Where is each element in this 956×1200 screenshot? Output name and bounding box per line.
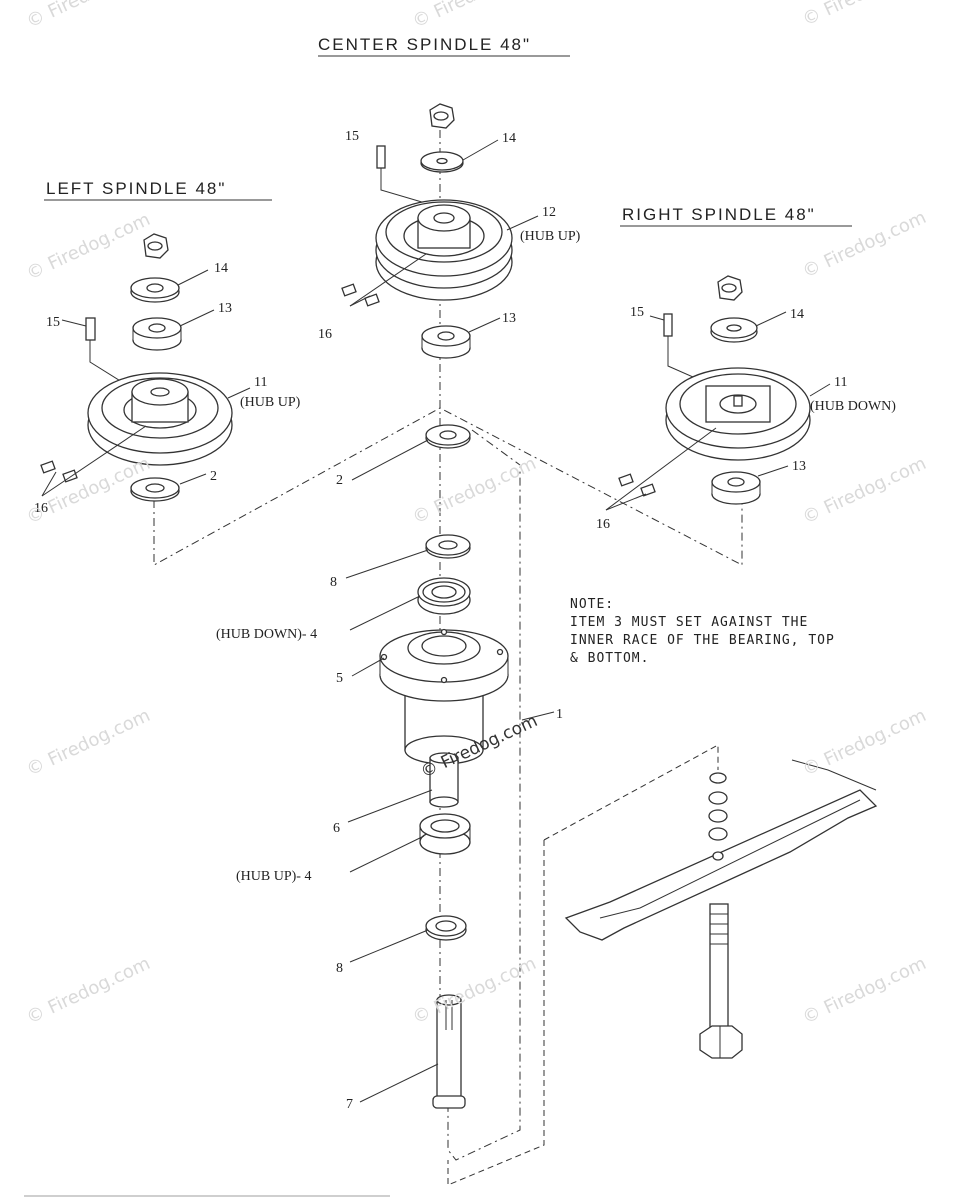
callout-16-center: 16: [318, 327, 332, 342]
callout-12-hub: (HUB UP): [520, 229, 581, 244]
callout-4-hub-down: (HUB DOWN)- 4: [216, 627, 317, 642]
left-set-screws-16: [40, 460, 78, 483]
note-line-2: INNER RACE OF THE BEARING, TOP: [570, 633, 835, 648]
watermark: © Firedog.com: [409, 953, 539, 1029]
watermark: © Firedog.com: [23, 953, 153, 1029]
center-nut: [429, 103, 455, 129]
callout-13-right: 13: [792, 459, 806, 474]
callout-15-center: 15: [345, 129, 359, 144]
note-heading: NOTE:: [570, 597, 614, 612]
watermark: © Firedog.com: [799, 705, 929, 781]
center-shaft-7: [432, 994, 466, 1109]
center-spacer-6: [429, 752, 459, 808]
callout-7: 7: [346, 1097, 353, 1112]
callout-16-left: 16: [34, 501, 48, 516]
callout-14-center: 14: [502, 131, 516, 146]
callout-15-right: 15: [630, 305, 644, 320]
note-line-1: ITEM 3 MUST SET AGAINST THE: [570, 615, 808, 630]
center-washer-14: [420, 151, 464, 173]
callout-15-left: 15: [46, 315, 60, 330]
watermarks: © Firedog.com © Firedog.com © Firedog.co…: [23, 0, 929, 1029]
callout-1: 1: [556, 707, 563, 722]
watermark: © Firedog.com: [409, 0, 539, 33]
callout-13-center: 13: [502, 311, 516, 326]
right-spacer-13: [711, 471, 761, 505]
left-pulley-11: [87, 372, 233, 466]
callout-8-bottom: 8: [336, 961, 343, 976]
callout-5: 5: [336, 671, 343, 686]
center-washer-8-top: [425, 534, 471, 559]
callout-2-center: 2: [336, 473, 343, 488]
note-line-3: & BOTTOM.: [570, 651, 649, 666]
watermark: © Firedog.com: [799, 0, 929, 31]
watermark: © Firedog.com: [799, 207, 929, 283]
left-spacer-13: [132, 317, 182, 351]
watermark: © Firedog.com: [23, 705, 153, 781]
leader-lines: [41, 139, 831, 1103]
right-set-screws-16: [618, 473, 656, 497]
center-bearing-4-top: [417, 577, 471, 615]
callout-14-left: 14: [214, 261, 228, 276]
callout-14-right: 14: [790, 307, 804, 322]
blade: [564, 759, 878, 941]
center-key-15: [376, 145, 433, 206]
center-housing-5: [379, 628, 509, 765]
center-spacer-13: [421, 325, 471, 359]
callout-2-left: 2: [210, 469, 217, 484]
center-bearing-4-bottom: [419, 813, 471, 855]
blade-bolt: [699, 903, 743, 1059]
watermark: © Firedog.com: [23, 209, 153, 285]
callout-11-right: 11: [834, 375, 847, 390]
right-spindle-title: RIGHT SPINDLE 48": [622, 205, 816, 224]
watermark: © Firedog.com: [799, 953, 929, 1029]
callout-12: 12: [542, 205, 556, 220]
callout-8-top: 8: [330, 575, 337, 590]
right-nut: [717, 275, 743, 301]
watermark: © Firedog.com: [799, 453, 929, 529]
center-washer-2: [425, 424, 471, 449]
center-spindle-title: CENTER SPINDLE 48": [318, 35, 531, 54]
callout-11-left-hub: (HUB UP): [240, 395, 301, 410]
left-washer-2: [130, 477, 180, 502]
assembly-note: NOTE: ITEM 3 MUST SET AGAINST THE INNER …: [570, 597, 835, 666]
left-spindle-title: LEFT SPINDLE 48": [46, 179, 226, 198]
center-pulley-12: [375, 199, 513, 301]
left-nut: [143, 233, 169, 259]
center-set-screws-16: [341, 283, 380, 307]
callout-11-left: 11: [254, 375, 267, 390]
center-washer-8-bottom: [425, 915, 467, 941]
left-washer-14: [130, 277, 180, 303]
watermark: © Firedog.com: [23, 0, 153, 33]
right-pulley-11: [665, 367, 811, 461]
callout-16-right: 16: [596, 517, 610, 532]
right-washer-14: [710, 317, 758, 343]
callout-13-left: 13: [218, 301, 232, 316]
callout-4-hub-up: (HUB UP)- 4: [236, 869, 311, 884]
callout-11-right-hub: (HUB DOWN): [810, 399, 896, 414]
callout-6: 6: [333, 821, 340, 836]
blade-washers: [708, 772, 728, 861]
